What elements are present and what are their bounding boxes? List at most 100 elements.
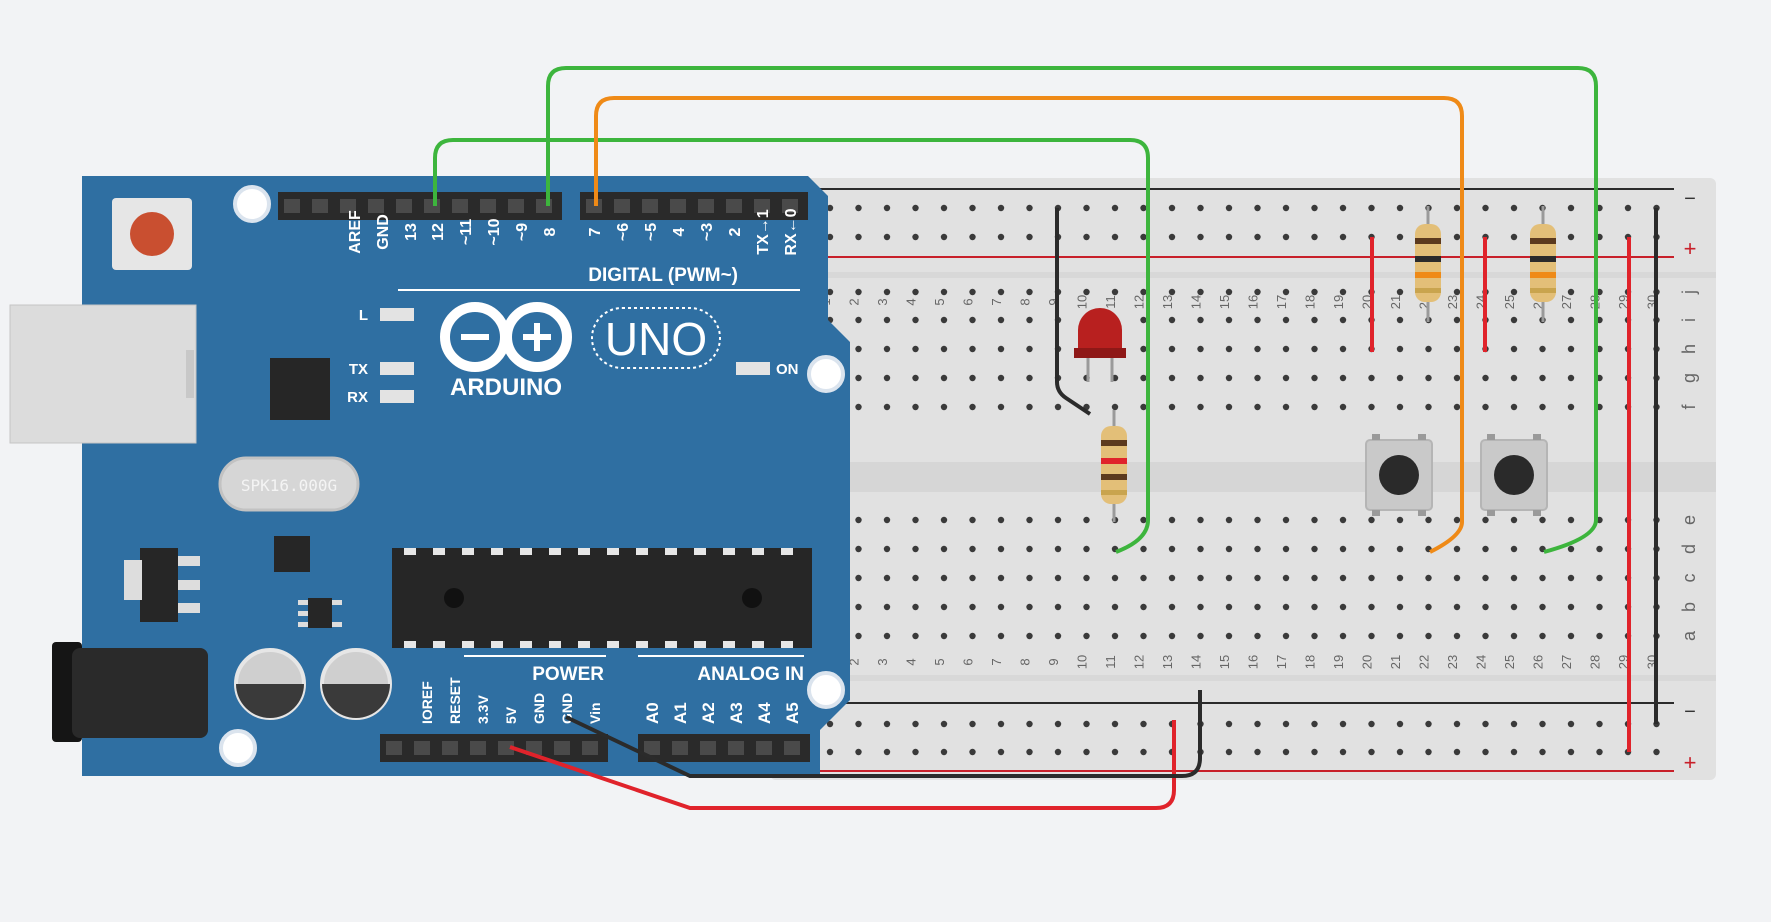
rail-minus-label: − (1684, 701, 1696, 723)
column-number: 10 (1075, 655, 1090, 669)
pin-label: A5 (783, 702, 802, 724)
header-pin[interactable] (368, 199, 384, 213)
header-pin[interactable] (644, 741, 660, 755)
breadboard-hole (1197, 288, 1204, 296)
rail-hole (1140, 204, 1147, 212)
header-pin[interactable] (424, 199, 440, 213)
breadboard-hole (1510, 345, 1518, 353)
led-rx (380, 390, 414, 403)
breadboard-hole (883, 516, 891, 524)
header-pin[interactable] (508, 199, 524, 213)
breadboard-hole (1311, 374, 1318, 382)
wire-gnd-to-minus-rail[interactable] (565, 690, 1202, 778)
breadboard-hole (1168, 345, 1176, 353)
breadboard-hole (1168, 516, 1176, 524)
resistor-pulldown-1[interactable] (1415, 206, 1441, 322)
push-button-2[interactable] (1480, 434, 1548, 516)
wire-5v-to-plus-rail[interactable] (509, 720, 1176, 810)
rail-hole (1453, 233, 1461, 241)
breadboard-hole (1567, 545, 1575, 553)
pin-label: 8 (542, 227, 559, 236)
header-pin[interactable] (470, 741, 486, 755)
header-pin[interactable] (498, 741, 514, 755)
rail-hole (1653, 748, 1660, 756)
header-pin[interactable] (698, 199, 714, 213)
breadboard-hole (912, 316, 919, 324)
header-pin[interactable] (728, 741, 744, 755)
wire-pin7-to-button1[interactable] (594, 96, 1464, 554)
breadboard-hole (1197, 374, 1204, 382)
header-pin[interactable] (442, 741, 458, 755)
breadboard-hole (1225, 316, 1233, 324)
header-pin[interactable] (582, 741, 598, 755)
rail-hole (1425, 720, 1432, 728)
wire-pin12-to-resistor[interactable] (433, 138, 1150, 554)
pin-label: IOREF (419, 681, 435, 724)
header-pin[interactable] (554, 741, 570, 755)
model-label: UNO (605, 313, 707, 365)
breadboard-hole (1396, 288, 1404, 296)
breadboard-hole (1567, 603, 1575, 611)
breadboard-hole (855, 345, 862, 353)
resistor-pulldown-2[interactable] (1530, 206, 1556, 322)
voltage-regulator (140, 548, 178, 622)
wire-pin8-to-button2[interactable] (546, 66, 1598, 554)
header-pin[interactable] (414, 741, 430, 755)
breadboard-hole (1567, 374, 1575, 382)
header-pin[interactable] (756, 741, 772, 755)
column-number: 24 (1474, 655, 1489, 669)
header-pin[interactable] (526, 741, 542, 755)
breadboard-hole (1197, 545, 1204, 553)
mounting-hole (807, 671, 845, 709)
jumper-wire-black[interactable] (1055, 208, 1092, 416)
header-pin[interactable] (726, 199, 742, 213)
row-letter: d (1679, 544, 1699, 554)
breadboard-hole (855, 516, 862, 524)
header-pin[interactable] (784, 741, 800, 755)
arduino-logo (440, 302, 572, 372)
arduino-uno-board[interactable]: SPK16.000G L TX RX ON ARDUINO UNO (9, 176, 850, 776)
uno-badge (591, 307, 721, 369)
header-pin[interactable] (396, 199, 412, 213)
breadboard-hole (1282, 632, 1290, 640)
red-led[interactable] (1074, 308, 1126, 382)
header-pin[interactable] (700, 741, 716, 755)
breadboard-hole (1225, 374, 1233, 382)
pin-label: ~3 (699, 223, 716, 241)
breadboard-hole (1396, 345, 1404, 353)
breadboard-hole (1510, 516, 1518, 524)
breadboard-hole (1282, 603, 1290, 611)
push-button-1[interactable] (1365, 434, 1433, 516)
rail-hole (1368, 720, 1375, 728)
breadboard-hole (1339, 345, 1347, 353)
breadboard-hole (1596, 603, 1603, 611)
header-pin[interactable] (754, 199, 770, 213)
rail-hole (940, 720, 948, 728)
header-pin[interactable] (614, 199, 630, 213)
rail-hole (940, 748, 948, 756)
header-pin[interactable] (340, 199, 356, 213)
header-pin[interactable] (452, 199, 468, 213)
breadboard-hole (997, 288, 1005, 296)
header-pin[interactable] (782, 199, 798, 213)
rail-hole (1083, 748, 1090, 756)
breadboard[interactable]: − + − + 11223344556677889910101111121213… (770, 178, 1716, 780)
header-pin[interactable] (672, 741, 688, 755)
breadboard-hole (1282, 345, 1290, 353)
header-pin[interactable] (312, 199, 328, 213)
header-pin[interactable] (670, 199, 686, 213)
header-pin[interactable] (480, 199, 496, 213)
brand-label: ARDUINO (450, 374, 562, 401)
resistor-led[interactable] (1101, 410, 1127, 522)
breadboard-hole (1453, 403, 1461, 411)
header-pin[interactable] (284, 199, 300, 213)
column-number: 18 (1303, 295, 1318, 309)
breadboard-hole (1510, 403, 1518, 411)
rail-hole (1396, 204, 1404, 212)
header-pin[interactable] (386, 741, 402, 755)
breadboard-hole (997, 316, 1005, 324)
header-pin[interactable] (642, 199, 658, 213)
rail-hole (1453, 720, 1461, 728)
crystal-oscillator (218, 456, 360, 512)
breadboard-hole (1282, 316, 1290, 324)
